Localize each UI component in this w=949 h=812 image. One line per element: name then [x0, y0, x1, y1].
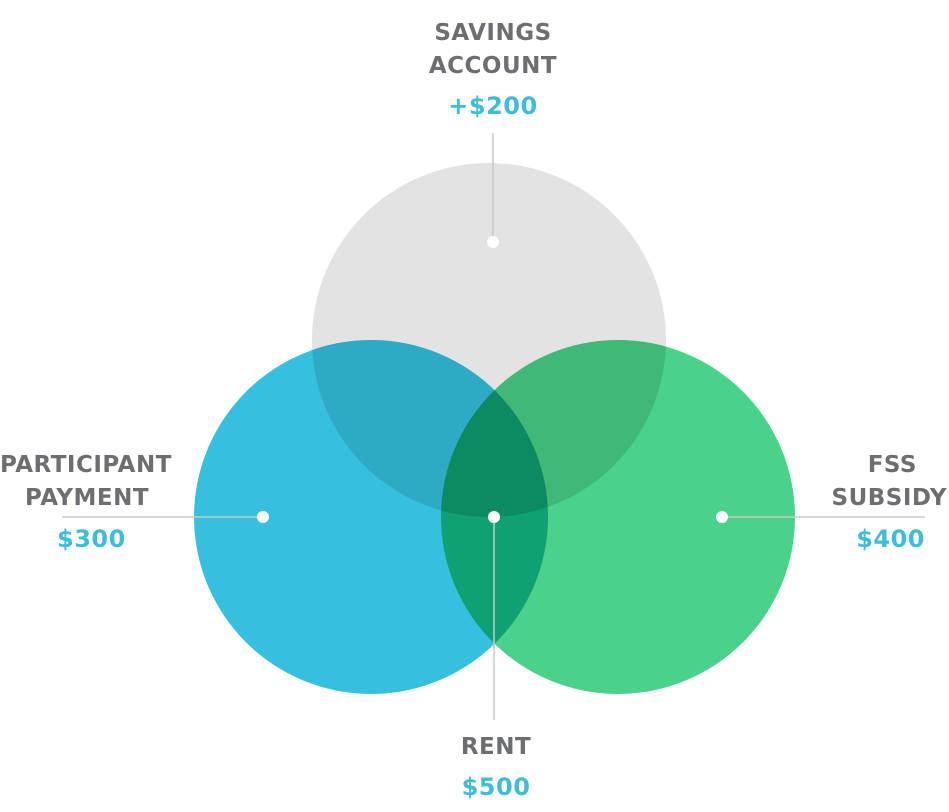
rent-value: $500 — [461, 773, 531, 801]
participant-label: PARTICIPANT PAYMENT — [0, 449, 172, 515]
savings-value: +$200 — [448, 92, 538, 120]
fss-marker-dot — [716, 511, 728, 523]
fss-label-line1: FSS — [867, 452, 917, 478]
savings-label-line2: ACCOUNT — [428, 53, 558, 79]
rent-label: RENT — [460, 734, 532, 760]
savings-label-line1: SAVINGS — [434, 20, 552, 46]
participant-label-line1: PARTICIPANT — [0, 452, 172, 478]
participant-label-line2: PAYMENT — [25, 485, 150, 511]
savings-label: SAVINGS ACCOUNT — [393, 17, 593, 83]
participant-marker-dot — [257, 511, 269, 523]
savings-marker-dot — [487, 236, 499, 248]
fss-label-line2: SUBSIDY — [831, 485, 947, 511]
rent-marker-dot — [488, 511, 500, 523]
fss-value: $400 — [856, 525, 925, 553]
participant-value: $300 — [57, 525, 126, 553]
savings-fss-overlap — [441, 340, 666, 517]
savings-participant-overlap — [312, 340, 548, 517]
fss-label: FSS SUBSIDY — [747, 449, 947, 515]
